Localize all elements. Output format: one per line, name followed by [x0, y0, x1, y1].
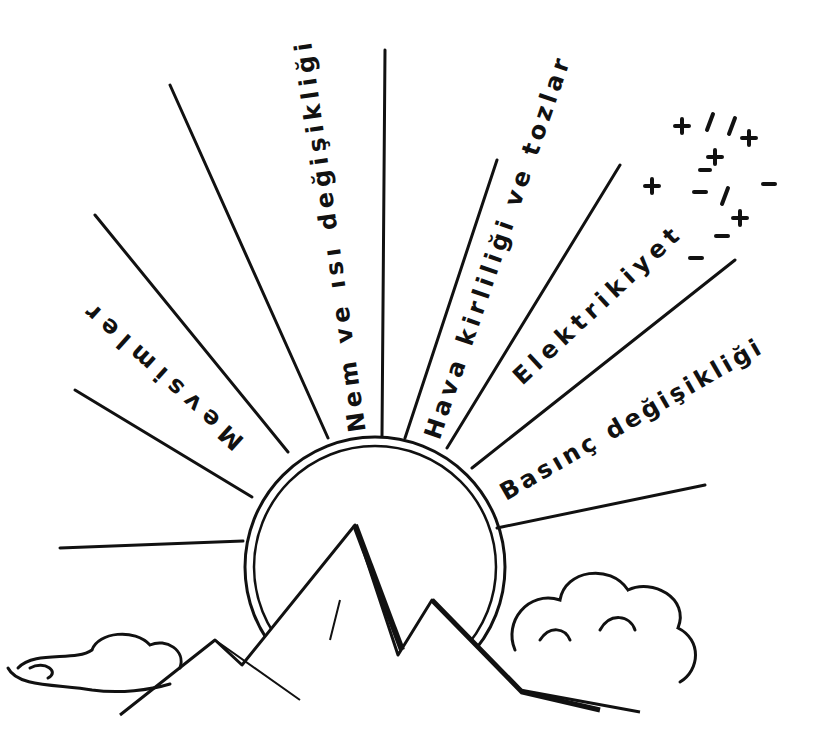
- ray-label: Elektrikiyet: [508, 219, 688, 390]
- clouds: [8, 573, 696, 691]
- ray-label: Nem ve ısı değişikliği: [290, 36, 372, 434]
- ray-label: Hava kirliliği ve tozlar: [420, 51, 577, 442]
- ray-label: Mevsimler: [74, 293, 249, 454]
- mountains: [95, 525, 650, 734]
- sun-rays: [60, 50, 735, 548]
